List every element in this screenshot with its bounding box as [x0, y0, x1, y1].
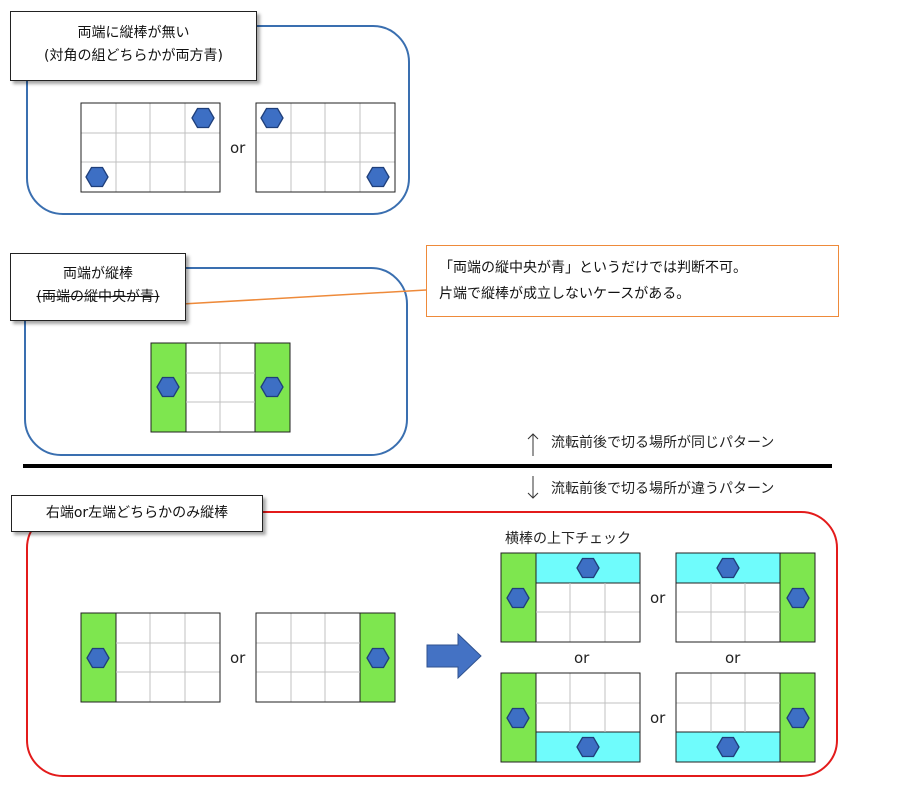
hexagon-icon: [786, 587, 810, 609]
hexagon-icon: [716, 557, 740, 579]
hexagon-icon: [366, 647, 390, 669]
or-label-check-bottom: or: [650, 709, 666, 727]
bottom-section-title: 右端or左端どちらかのみ縦棒: [11, 495, 263, 532]
middle-section-frame: [24, 267, 408, 456]
or-label-check-right: or: [725, 649, 741, 667]
hexagon-icon: [156, 376, 180, 398]
top-title-line1: 両端に縦棒が無い: [77, 25, 190, 41]
callout-connector: [181, 289, 427, 305]
hexagon-icon: [86, 647, 110, 669]
top-title-line2: (対角の組どちらかが両方青): [44, 48, 223, 64]
hexagon-icon: [716, 736, 740, 758]
middle-title-line2: (両端の縦中央が青): [36, 289, 160, 305]
hexagon-icon: [576, 557, 600, 579]
or-label-bottom: or: [230, 649, 246, 667]
divider-above-label: 流転前後で切る場所が同じパターン: [551, 435, 775, 451]
hexagon-icon: [506, 707, 530, 729]
updown-arrow-icon: [527, 433, 539, 499]
bottom-title-text: 右端or左端どちらかのみ縦棒: [45, 505, 229, 521]
hexagon-icon: [260, 376, 284, 398]
hexagon-icon: [786, 707, 810, 729]
divider-below-label: 流転前後で切る場所が違うパターン: [551, 481, 775, 497]
callout-line1: 「両端の縦中央が青」というだけでは判断不可。: [439, 260, 747, 276]
hexagon-icon: [366, 166, 390, 188]
hexagon-icon: [191, 107, 215, 129]
grid-top-right: [255, 102, 396, 193]
grid-check-3: [500, 672, 641, 763]
top-section-title: 両端に縦棒が無い (対角の組どちらかが両方青): [10, 11, 257, 81]
grid-check-2: [675, 552, 816, 643]
hexagon-icon: [260, 107, 284, 129]
hexagon-icon: [576, 736, 600, 758]
hexagon-icon: [506, 587, 530, 609]
hexagon-icon: [85, 166, 109, 188]
callout-note: 「両端の縦中央が青」というだけでは判断不可。 片端で縦棒が成立しないケースがある…: [426, 245, 839, 317]
middle-title-line1: 両端が縦棒: [63, 266, 133, 282]
grid-top-left: [80, 102, 221, 193]
grid-bottom-second: [255, 612, 396, 703]
bottom-section-frame: [26, 511, 838, 777]
grid-bottom-left: [80, 612, 221, 703]
right-arrow-icon: [426, 632, 482, 680]
check-label: 横棒の上下チェック: [505, 531, 631, 547]
or-label-check-top: or: [650, 589, 666, 607]
or-label-top: or: [230, 139, 246, 157]
callout-line2: 片端で縦棒が成立しないケースがある。: [439, 286, 691, 302]
grid-check-1: [500, 552, 641, 643]
grid-check-4: [675, 672, 816, 763]
middle-section-title: 両端が縦棒 (両端の縦中央が青): [10, 253, 186, 321]
or-label-check-left: or: [574, 649, 590, 667]
grid-middle: [150, 342, 291, 433]
